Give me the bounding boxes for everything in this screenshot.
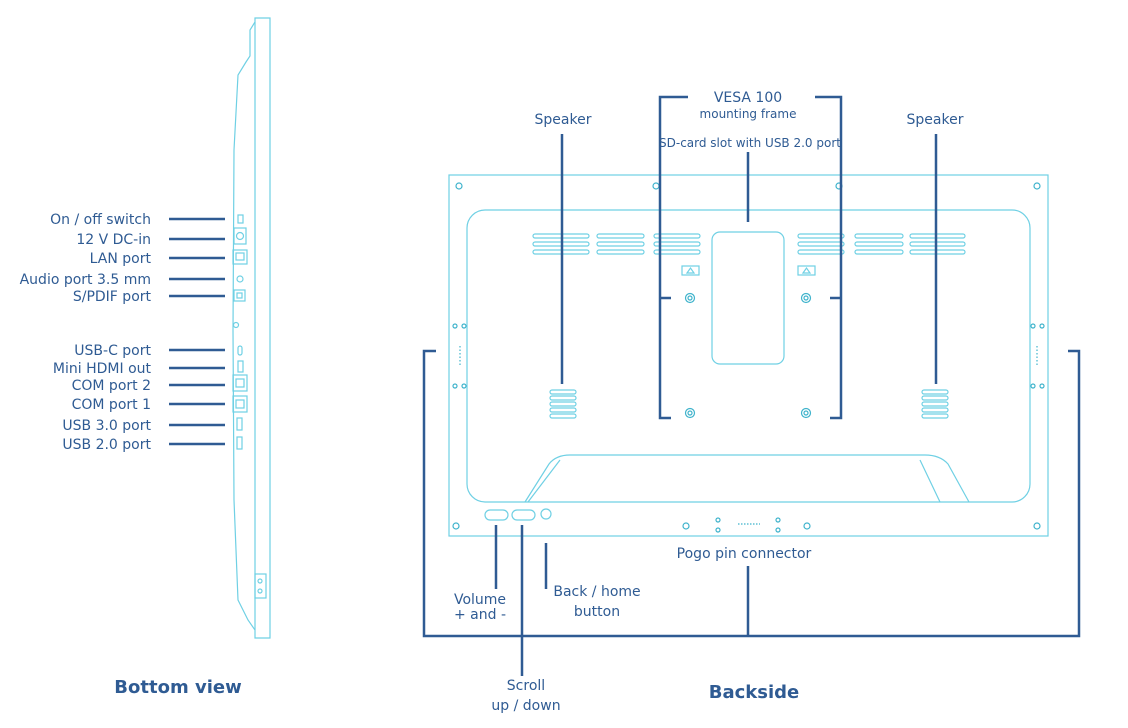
label-usb-3-port: USB 3.0 port	[62, 418, 151, 434]
label-mounting-frame: mounting frame	[700, 107, 797, 121]
label-speaker-right: Speaker	[907, 112, 964, 128]
lan-port-glyph	[232, 249, 248, 265]
mini-hdmi-glyph	[237, 360, 244, 373]
label-pogo-pin-connector: Pogo pin connector	[677, 546, 812, 562]
usb-3-port-glyph	[236, 417, 243, 431]
label-com-port-1: COM port 1	[72, 397, 151, 413]
label-volume: Volume	[454, 592, 506, 608]
label-mini-hdmi-out: Mini HDMI out	[53, 361, 152, 377]
bottom-view-title: Bottom view	[114, 677, 241, 698]
com-port-1-glyph	[232, 395, 248, 413]
backside-labels: VESA 100 mounting frame SD-card slot wit…	[454, 90, 964, 714]
label-on-off-switch: On / off switch	[50, 212, 151, 228]
com-port-2-glyph	[232, 374, 248, 392]
bottom-view-device	[232, 17, 271, 639]
vesa-screws	[684, 292, 812, 419]
usb-c-port-glyph	[237, 345, 243, 356]
label-volume-plus-minus: + and -	[454, 607, 506, 623]
volume-button	[484, 509, 509, 521]
usb-2-port-glyph	[236, 436, 243, 450]
speaker-grille-left	[549, 389, 577, 419]
label-back-home-button: button	[574, 604, 620, 620]
label-scroll: Scroll	[507, 678, 545, 694]
label-audio-port: Audio port 3.5 mm	[20, 272, 151, 288]
backside-title: Backside	[709, 682, 799, 703]
spdif-port-glyph	[233, 289, 246, 302]
label-speaker-left: Speaker	[535, 112, 592, 128]
bottom-view-labels: On / off switch 12 V DC-in LAN port Audi…	[20, 212, 152, 453]
label-sd-card-slot: SD-card slot with USB 2.0 port	[659, 136, 841, 150]
label-usb-c-port: USB-C port	[74, 343, 151, 359]
pogo-pin-connector	[715, 517, 781, 533]
label-vesa-100: VESA 100	[714, 90, 782, 106]
bottom-view-leaders	[169, 217, 225, 446]
label-lan-port: LAN port	[90, 251, 152, 267]
label-com-port-2: COM port 2	[72, 378, 151, 394]
label-12v-dc-in: 12 V DC-in	[76, 232, 151, 248]
back-home-button	[540, 508, 552, 520]
speaker-grille-right	[921, 389, 949, 419]
backside-leaders	[422, 95, 1081, 676]
label-usb-2-port: USB 2.0 port	[62, 437, 151, 453]
dc-in-glyph	[233, 227, 247, 245]
label-spdif-port: S/PDIF port	[73, 289, 152, 305]
label-back-home: Back / home	[553, 584, 640, 600]
scroll-button	[511, 509, 536, 521]
label-scroll-up-down: up / down	[491, 698, 560, 714]
backside-device	[448, 174, 1049, 537]
audio-port-glyph	[236, 275, 244, 283]
vent-slots	[532, 233, 966, 255]
on-off-switch-glyph	[237, 214, 244, 224]
